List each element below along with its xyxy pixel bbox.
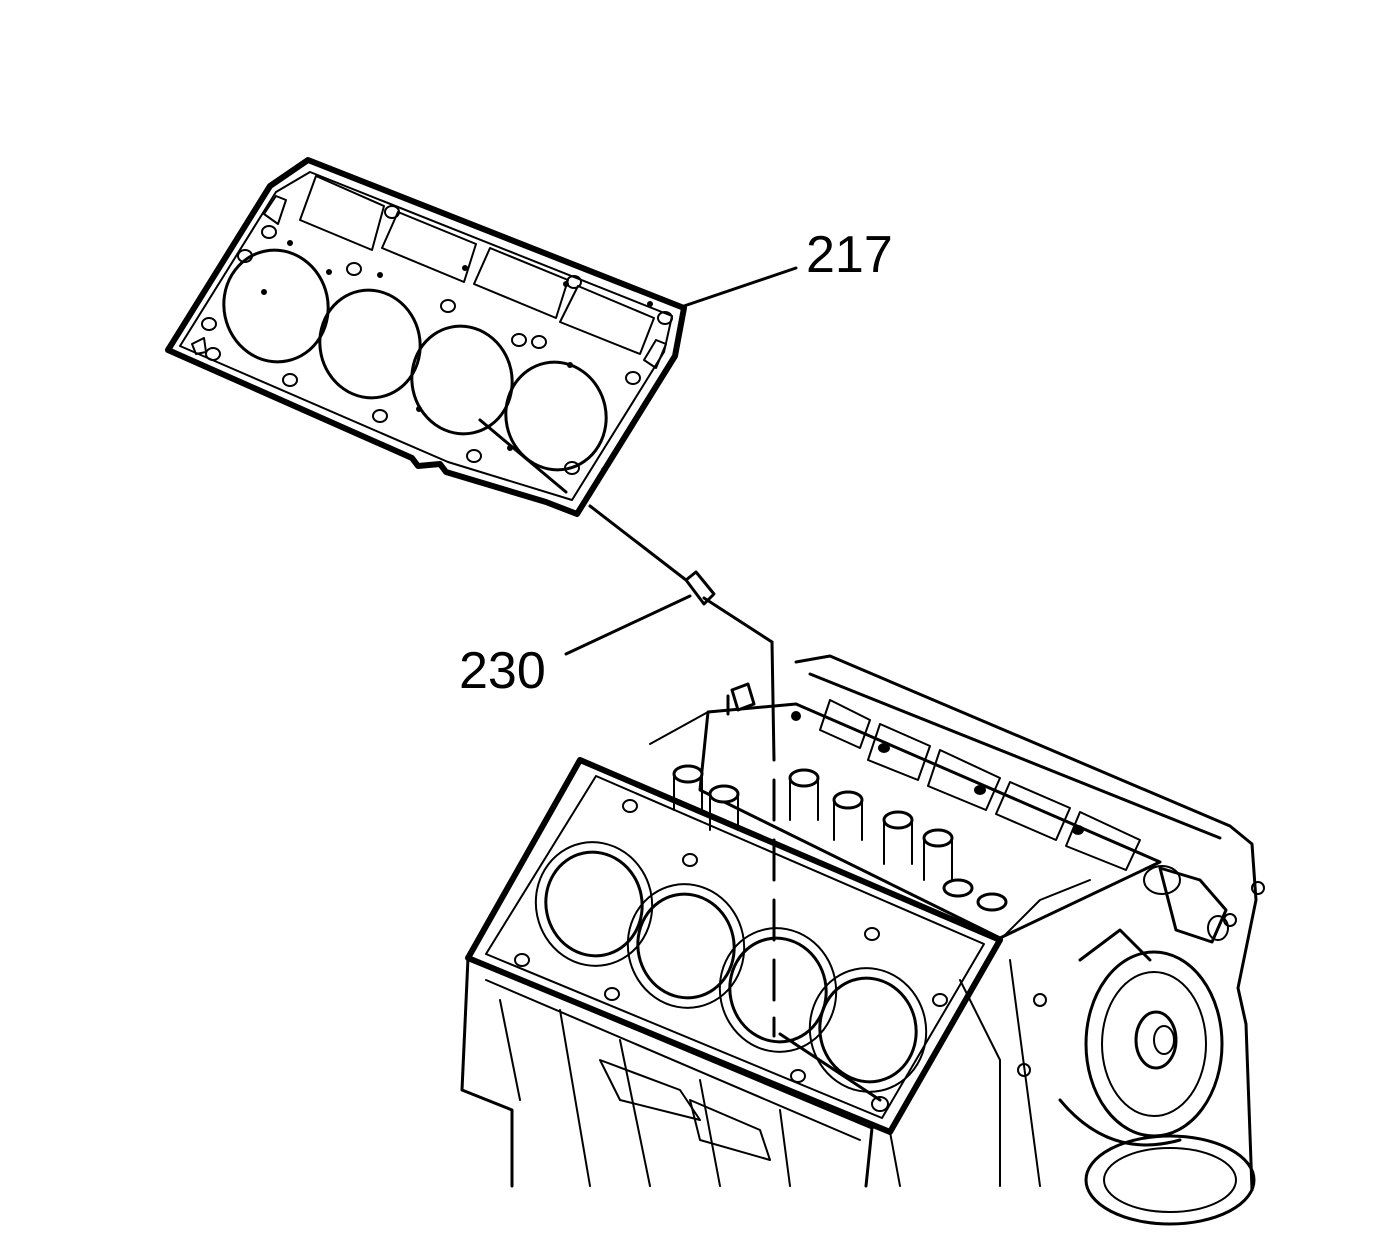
water-pump-assembly: [1017, 865, 1265, 1226]
callout-217: 217: [806, 226, 893, 284]
block-far-bank: [791, 699, 1141, 871]
block-lower-body: [460, 879, 1091, 1188]
block-valley: [649, 702, 1162, 940]
head-gasket: [165, 157, 687, 517]
dowel-pin: [588, 504, 776, 1038]
block-near-deck: [465, 757, 1003, 1135]
gasket-water-ports: [299, 175, 655, 355]
gasket-cylinder-bores: [222, 248, 608, 472]
leader-line-217: [682, 266, 798, 308]
leader-line-230: [564, 594, 692, 656]
callout-230: 230: [459, 642, 546, 700]
block-sensor-stub: [726, 682, 756, 716]
engine-block: [460, 654, 1265, 1226]
gasket-small-holes: [201, 205, 673, 475]
